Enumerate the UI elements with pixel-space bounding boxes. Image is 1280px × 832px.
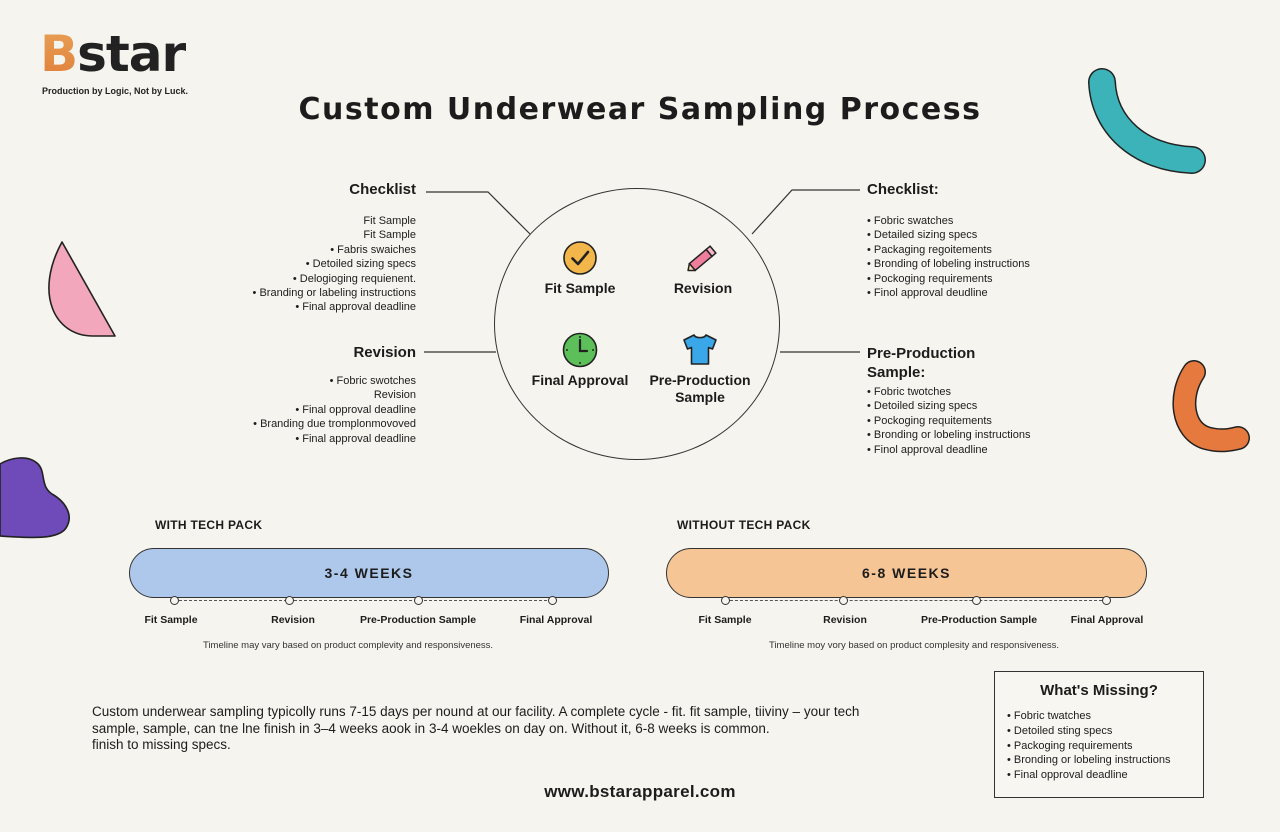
timeline-1-dot-4 — [548, 596, 557, 605]
summary-line-2: sample, sample, can tne lne finish in 3–… — [92, 720, 770, 736]
top-right-checklist-item: Detailed sizing specs — [867, 228, 1127, 242]
page-title: Custom Underwear Sampling Process — [298, 92, 982, 127]
bottom-right-pre-production-item: Bronding or lobeling instructions — [867, 428, 1127, 442]
pencil-icon — [687, 245, 717, 272]
top-right-checklist-item: Pockoging requirements — [867, 272, 1127, 286]
bottom-left-revision-item: Final opproval deadline — [156, 403, 416, 417]
top-left-checklist-item: Fit Sample — [363, 229, 416, 242]
timeline-1-dot-3 — [414, 596, 423, 605]
bottom-right-pre-production-title: Pre-Production Sample: — [867, 345, 976, 381]
timeline-1-step-2: Revision — [271, 614, 315, 626]
website-url: www.bstarapparel.com — [544, 782, 736, 801]
pink-half-circle-shape — [48, 241, 116, 337]
top-left-checklist-item: Branding or labeling instructions — [156, 286, 416, 300]
timeline-2-step-3: Pre-Production Sample — [920, 614, 1038, 626]
top-right-checklist-items: Fobric swatchesDetailed sizing specsPack… — [867, 214, 1127, 300]
bottom-left-revision-item: Branding due tromplonmovoved — [156, 417, 416, 431]
bottom-left-revision-item: Revision — [373, 389, 416, 402]
timeline-without-tech-pack-bar: 6-8 WEEKS — [666, 548, 1147, 598]
top-left-checklist-title: Checklist — [349, 181, 416, 198]
bottom-right-pre-production-item: Finol approval deadline — [867, 443, 1127, 457]
process-circle — [494, 188, 780, 460]
top-left-checklist-item: Fit Sample — [363, 215, 416, 227]
whats-missing-item: Packoging requirements — [1007, 739, 1203, 754]
top-left-checklist-item: Final approval deadline — [156, 300, 416, 314]
timeline-2-step-1: Fit Sample — [698, 614, 752, 626]
timeline-1-step-4: Final Approval — [519, 614, 593, 626]
timeline-with-tech-pack-label: WITH TECH PACK — [155, 518, 263, 532]
timeline-1-dot-2 — [285, 596, 294, 605]
timeline-without-tech-pack-label: WITHOUT TECH PACK — [677, 518, 811, 532]
whats-missing-item: Bronding or lobeling instructions — [1007, 753, 1203, 768]
summary-line-1: Custom underwear sampling typicolly runs… — [92, 704, 860, 719]
timeline-1-step-3: Pre-Production Sample — [359, 614, 477, 626]
center-label-revision: Revision — [673, 280, 733, 296]
bottom-right-pre-production-item: Fobric twotches — [867, 385, 1127, 399]
summary-paragraph: Custom underwear sampling typicolly runs… — [92, 704, 902, 754]
center-item-final-approval: Final Approval — [515, 330, 645, 389]
bottom-right-pre-production: Pre-Production Sample: Fobric twotchesDe… — [867, 344, 1127, 457]
timeline-with-tech-pack-bar: 3-4 WEEKS — [129, 548, 609, 598]
top-left-checklist-item: Delogioging requienent. — [156, 272, 416, 286]
center-item-revision: Revision — [643, 238, 763, 297]
center-item-pre-production-sample: Pre-Production Sample — [640, 330, 760, 406]
timeline-1-step-1: Fit Sample — [144, 614, 198, 626]
check-circle-icon — [563, 241, 597, 275]
bottom-right-pre-production-item: Detoiled sizing specs — [867, 399, 1127, 413]
top-right-checklist-item: Finol approval deudline — [867, 286, 1127, 300]
center-label-final-approval: Final Approval — [531, 372, 629, 388]
timeline-without-tech-pack-duration: 6-8 WEEKS — [862, 565, 951, 581]
center-label-fit-sample: Fit Sample — [544, 280, 616, 296]
center-item-fit-sample: Fit Sample — [520, 238, 640, 297]
top-right-checklist-item: Packaging regoitements — [867, 243, 1127, 257]
timeline-2-step-2: Revision — [823, 614, 867, 626]
top-right-checklist-item: Bronding of lobeling instructions — [867, 257, 1127, 271]
timeline-1-note: Timeline may vary based on product compl… — [203, 640, 494, 651]
whats-missing-item: Fobric twatches — [1007, 709, 1203, 724]
bottom-left-revision-item: Final approval deadline — [156, 432, 416, 446]
bottom-left-revision: Revision Fobric swotchesRevisionFinal op… — [156, 344, 416, 446]
bottom-right-pre-production-items: Fobric twotchesDetoiled sizing specsPock… — [867, 385, 1127, 457]
summary-line-3: finish to missing specs. — [92, 737, 231, 752]
timeline-2-dot-3 — [972, 596, 981, 605]
bottom-left-revision-item: Fobric swotches — [156, 374, 416, 388]
timeline-2-step-4: Final Approval — [1070, 614, 1144, 626]
orange-hook-shape — [1172, 360, 1250, 453]
bottom-right-pre-production-item: Pockoging requitements — [867, 414, 1127, 428]
teal-arc-shape — [1088, 68, 1206, 174]
whats-missing-box: What's Missing? Fobric twatchesDetoiled … — [994, 671, 1204, 798]
timeline-2-dot-2 — [839, 596, 848, 605]
brand-tagline: Production by Logic, Not by Luck. — [42, 86, 189, 96]
whats-missing-items: Fobric twatchesDetoiled sting specsPacko… — [1007, 709, 1203, 783]
center-label-pre-production-sample: Pre-Production Sample — [649, 372, 751, 405]
clock-icon — [562, 332, 598, 368]
timeline-with-tech-pack-line — [174, 600, 552, 601]
timeline-2-dot-1 — [721, 596, 730, 605]
timeline-1-dot-1 — [170, 596, 179, 605]
top-right-checklist-item: Fobric swatches — [867, 214, 1127, 228]
whats-missing-item: Final opproval deadline — [1007, 768, 1203, 783]
bottom-left-revision-title: Revision — [353, 344, 416, 361]
timeline-2-note: Timeline moy vory based on product compl… — [769, 640, 1060, 651]
timeline-with-tech-pack-duration: 3-4 WEEKS — [324, 565, 414, 581]
whats-missing-title: What's Missing? — [1040, 682, 1158, 699]
tshirt-icon — [683, 334, 717, 365]
whats-missing-item: Detoiled sting specs — [1007, 724, 1203, 739]
purple-blob-shape — [0, 457, 70, 539]
top-right-checklist-title: Checklist: — [867, 181, 939, 198]
top-right-checklist: Checklist: Fobric swatchesDetailed sizin… — [867, 181, 1127, 300]
top-left-checklist-item: Detoiled sizing specs — [156, 257, 416, 271]
top-left-checklist-item: Fabris swaiches — [156, 243, 416, 257]
bottom-left-revision-items: Fobric swotchesRevisionFinal opproval de… — [156, 374, 416, 446]
timeline-without-tech-pack-line — [725, 600, 1107, 601]
brand-logo: Bstar — [40, 25, 186, 83]
timeline-2-dot-4 — [1102, 596, 1111, 605]
